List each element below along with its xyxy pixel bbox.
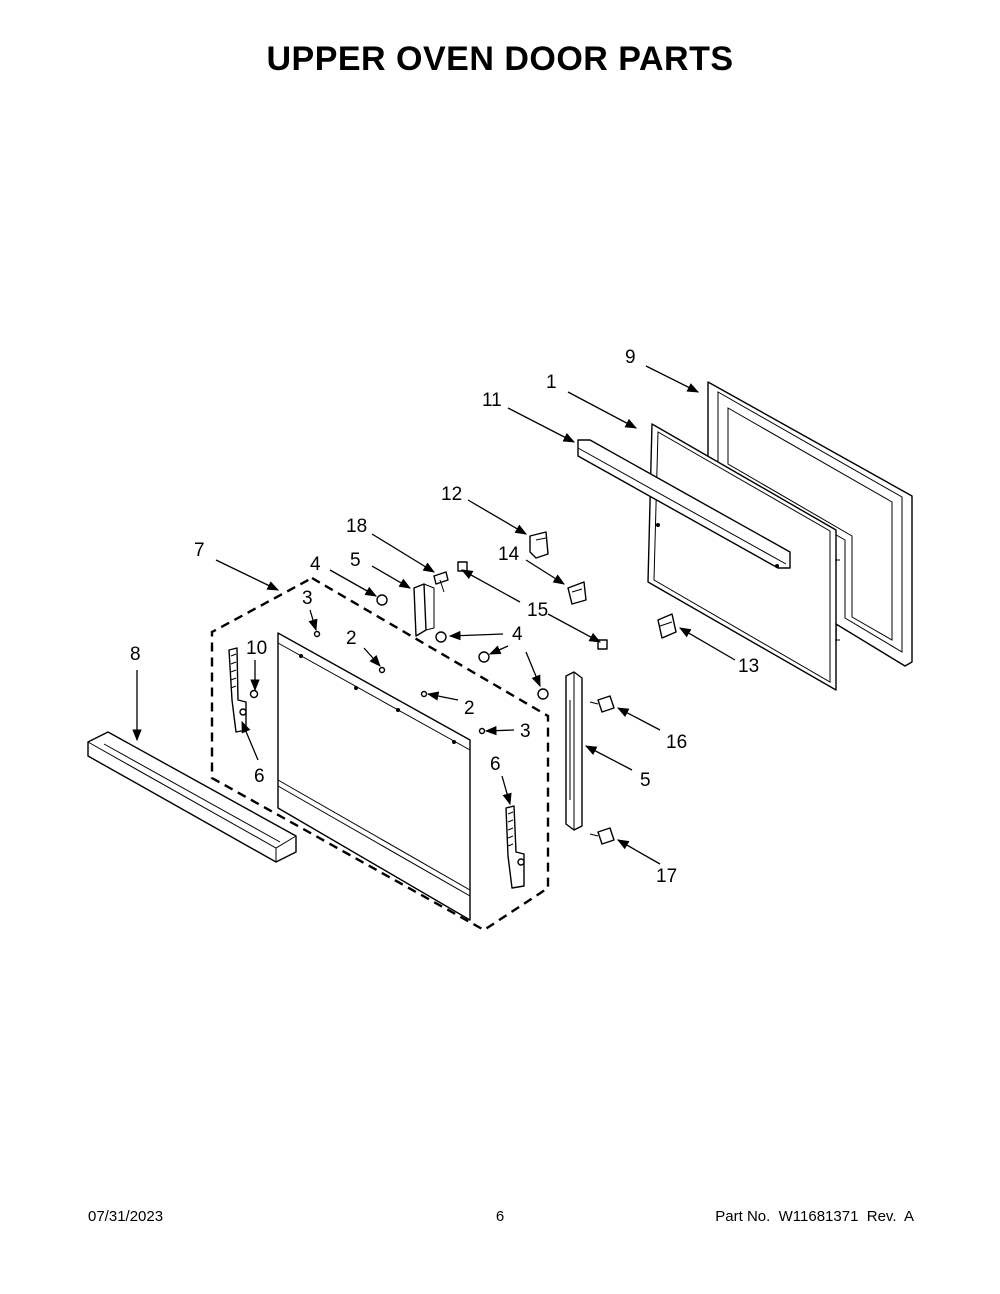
callout-5a: 5 [350,550,361,571]
part-6-left-hinge [228,647,247,733]
part-18-screw [433,571,449,593]
callout-numbers: 9 1 11 12 18 14 7 5 4 3 15 2 4 10 8 13 2… [130,347,759,887]
callout-13: 13 [738,656,759,677]
part-16-bolt [589,695,615,713]
callout-4a: 4 [310,554,321,575]
part-4-nuts [376,594,549,700]
callout-17: 17 [656,866,677,887]
part-11-top-channel [577,439,791,569]
part-5-side-bracket [565,671,583,831]
part-14-bracket [567,581,587,605]
part-2-3-fasteners [313,630,486,735]
part-12-clip [529,531,549,559]
leader-lines [132,365,736,865]
callout-11: 11 [482,390,502,411]
callout-5b: 5 [640,770,651,791]
callout-2a: 2 [346,628,357,649]
callout-16: 16 [666,732,687,753]
callout-1: 1 [546,372,557,393]
part-6-right-hinge [505,805,525,889]
footer-page-number: 6 [495,1208,505,1225]
part-1-inner-glass [647,423,840,691]
part-13-bracket [657,613,677,639]
callout-3a: 3 [302,588,313,609]
callout-15: 15 [527,600,548,621]
callout-6a: 6 [254,766,265,787]
callout-8: 8 [130,644,141,665]
outer-door-panel [277,632,471,921]
page-title: UPPER OVEN DOOR PARTS [266,40,734,78]
part-10-screw [249,689,259,699]
callout-9: 9 [625,347,636,368]
footer-date: 07/31/2023 [88,1208,164,1225]
callout-18: 18 [346,516,367,537]
part-7-door-assembly-outline [210,576,550,932]
callout-2b: 2 [464,698,475,719]
part-8-bottom-trim [87,731,297,863]
callout-12: 12 [441,484,462,505]
callout-7: 7 [194,540,205,561]
part-5-upper-bracket [413,583,435,637]
callout-6b: 6 [490,754,501,775]
callout-10: 10 [246,638,267,659]
footer-part-number: Part No. W11681371 Rev. A [715,1208,914,1225]
callout-4b: 4 [512,624,523,645]
part-17-bolt [589,827,615,845]
callout-3b: 3 [520,721,531,742]
callout-14: 14 [498,544,520,565]
